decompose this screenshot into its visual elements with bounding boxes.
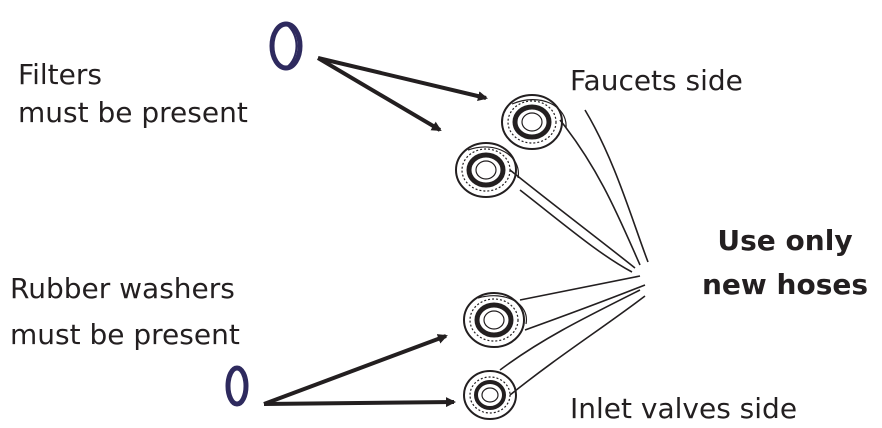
hose-connector-icon bbox=[463, 370, 517, 420]
hose-connector-icon bbox=[455, 142, 519, 198]
hose-connector-icon bbox=[501, 94, 567, 150]
filters-label: Filters must be present bbox=[18, 56, 248, 132]
use-new-hoses-line1: Use only bbox=[717, 224, 853, 257]
rubber-washers-label-line1: Rubber washers bbox=[10, 272, 235, 305]
rubber-washer-icon bbox=[225, 365, 249, 407]
use-new-hoses-label: Use only new hoses bbox=[688, 222, 882, 304]
hose-body-top bbox=[509, 109, 649, 273]
hose-connector-icon bbox=[463, 292, 527, 348]
filters-label-line2: must be present bbox=[18, 96, 248, 129]
rubber-washers-label-line2: must be present bbox=[10, 318, 240, 351]
arrow-icon bbox=[263, 56, 488, 408]
inlet-valves-side-label: Inlet valves side bbox=[570, 392, 798, 425]
use-new-hoses-line2: new hoses bbox=[701, 268, 869, 301]
faucets-side-label: Faucets side bbox=[570, 64, 743, 97]
rubber-washers-label: Rubber washers must be present bbox=[10, 270, 240, 354]
hose-body-bottom bbox=[499, 275, 646, 396]
filters-label-line1: Filters bbox=[18, 58, 102, 91]
filter-icon bbox=[269, 21, 303, 71]
